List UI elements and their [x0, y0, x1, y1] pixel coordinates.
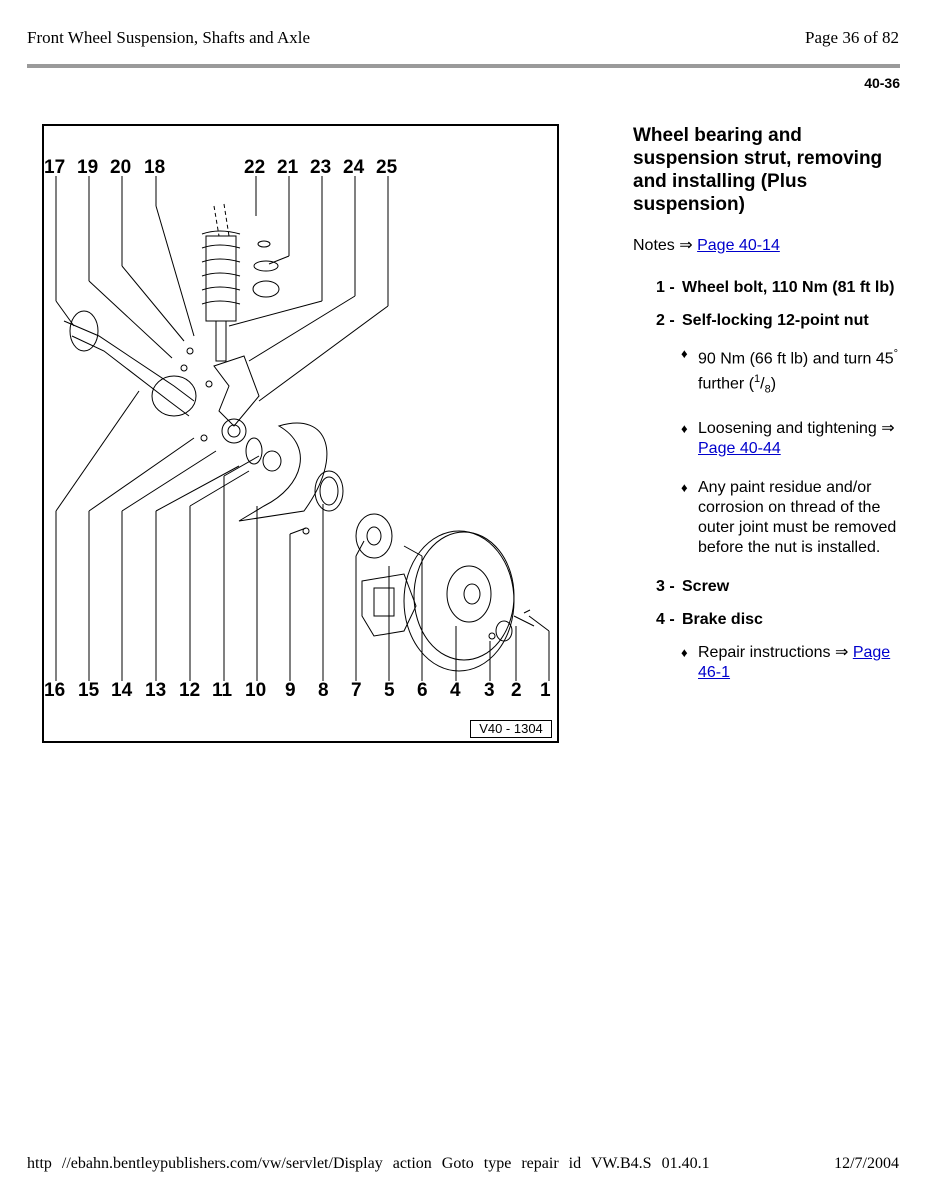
item-text: Wheel bolt, 110 Nm (81 ft lb): [682, 279, 895, 296]
callout-label: 16: [44, 680, 65, 701]
page-code: 40-36: [864, 75, 900, 91]
sub-item-text: Loosening and tightening ⇒ Page 40-44: [698, 419, 895, 457]
sub-list-item: ♦ 90 Nm (66 ft lb) and turn 45° further …: [681, 344, 903, 400]
diamond-bullet-icon: ♦: [681, 346, 688, 361]
suspension-diagram-drawing: 17 19 20 18 22 21 23 24 25 16 15 14 13 1…: [44, 157, 551, 701]
callout-label: 22: [244, 157, 265, 178]
item-number: 2 -: [656, 312, 675, 329]
sub-list-item: ♦ Any paint residue and/or corrosion on …: [681, 478, 903, 558]
footer-date: 12/7/2004: [834, 1155, 899, 1172]
document-section-title: Front Wheel Suspension, Shafts and Axle: [27, 28, 310, 47]
sub-item-text: Any paint residue and/or corrosion on th…: [698, 478, 897, 556]
callout-label: 25: [376, 157, 398, 178]
diamond-bullet-icon: ♦: [681, 479, 688, 495]
callout-label: 3: [484, 680, 495, 701]
item-number: 1 -: [656, 279, 675, 296]
callout-label: 7: [351, 680, 362, 701]
callout-label: 18: [144, 157, 165, 178]
list-item: 1 - Wheel bolt, 110 Nm (81 ft lb): [656, 278, 903, 298]
callout-label: 5: [384, 680, 395, 701]
sub-item-text: Repair instructions ⇒ Page 46-1: [698, 643, 891, 681]
callout-label: 15: [78, 680, 100, 701]
callout-label: 21: [277, 157, 299, 178]
callout-label: 6: [417, 680, 428, 701]
callout-label: 17: [44, 157, 65, 178]
callout-label: 8: [318, 680, 329, 701]
figure-code: V40 - 1304: [470, 720, 552, 738]
page-title: Wheel bearing and suspension strut, remo…: [633, 125, 883, 215]
notes-line: Notes ⇒ Page 40-14: [633, 236, 903, 256]
callout-label: 11: [212, 680, 233, 701]
item-number: 3 -: [656, 577, 675, 595]
exploded-view-diagram: 17 19 20 18 22 21 23 24 25 16 15 14 13 1…: [42, 124, 559, 743]
item-number: 4 -: [656, 610, 675, 628]
callout-label: 2: [511, 680, 522, 701]
page-link[interactable]: Page 40-44: [698, 439, 781, 457]
procedure-content: Wheel bearing and suspension strut, remo…: [633, 124, 903, 702]
list-item: 3 - Screw: [656, 577, 903, 597]
list-item: 2 - Self-locking 12-point nut: [656, 311, 903, 331]
list-item: 4 - Brake disc: [656, 610, 903, 630]
sub-item-text: 90 Nm (66 ft lb) and turn 45° further (1…: [698, 348, 899, 396]
item-text: Screw: [682, 577, 730, 595]
footer-url: http //ebahn.bentleypublishers.com/vw/se…: [27, 1155, 710, 1172]
sub-list-item: ♦ Loosening and tightening ⇒ Page 40-44: [681, 419, 903, 459]
callout-label: 24: [343, 157, 365, 178]
callout-label: 23: [310, 157, 331, 178]
sub-list-item: ♦ Repair instructions ⇒ Page 46-1: [681, 643, 903, 683]
header-divider: [27, 64, 900, 68]
callout-label: 1: [540, 680, 551, 701]
item-text: Self-locking 12-point nut: [682, 312, 869, 329]
page-link[interactable]: Page 46-1: [698, 643, 891, 681]
callout-label: 10: [245, 680, 266, 701]
callout-label: 20: [110, 157, 131, 178]
diamond-bullet-icon: ♦: [681, 420, 688, 436]
diamond-bullet-icon: ♦: [681, 644, 688, 660]
page-counter: Page 36 of 82: [805, 28, 899, 47]
notes-link[interactable]: Page 40-14: [697, 237, 780, 254]
callout-label: 14: [111, 680, 133, 701]
notes-label: Notes ⇒: [633, 237, 693, 254]
callout-label: 13: [145, 680, 166, 701]
item-text: Brake disc: [682, 610, 763, 628]
callout-label: 19: [77, 157, 98, 178]
callout-label: 12: [179, 680, 200, 701]
callout-label: 4: [450, 680, 461, 701]
callout-label: 9: [285, 680, 296, 701]
